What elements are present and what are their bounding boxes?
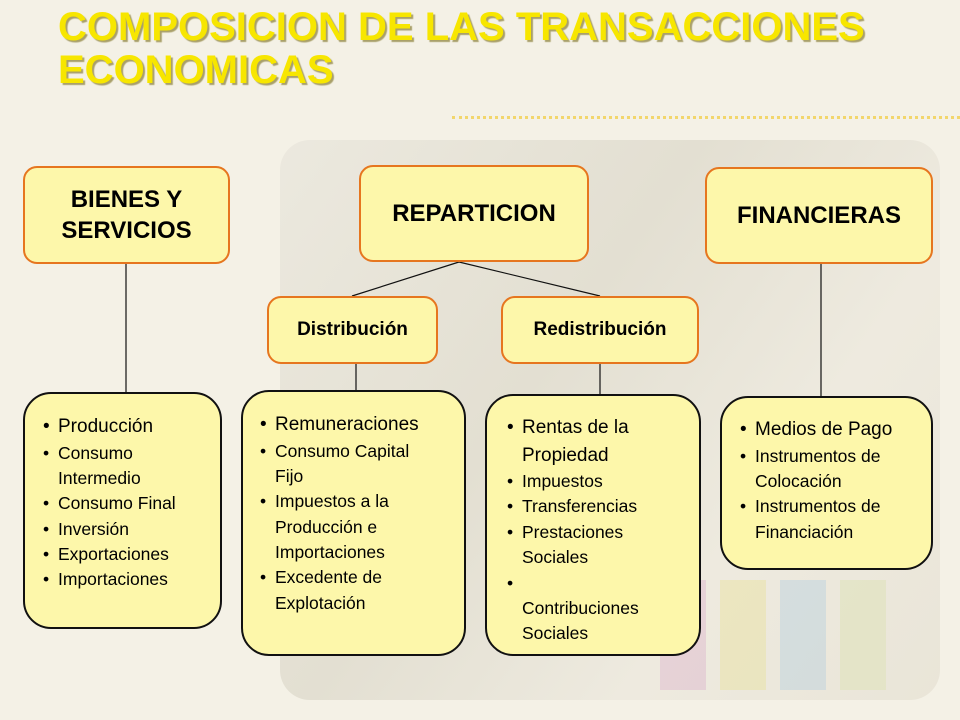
- list-item: Rentas de la Propiedad: [507, 414, 695, 469]
- list-item: Impuestos a la Producción e Importacione…: [260, 489, 460, 565]
- category-reparticion: REPARTICION: [359, 165, 589, 262]
- list-item: Contribuciones Sociales: [507, 571, 695, 647]
- list-financieras: Medios de Pago Instrumentos de Colocació…: [720, 396, 933, 570]
- list-item: Inversión: [43, 517, 216, 543]
- category-bienes-label: BIENES Y SERVICIOS: [61, 185, 192, 244]
- list-redistribucion: Rentas de la Propiedad Impuestos Transfe…: [485, 394, 701, 656]
- background-stripe: [780, 580, 826, 690]
- list-item: Impuestos: [507, 469, 695, 495]
- list-item: Excedente de Explotación: [260, 565, 460, 616]
- list-item: Importaciones: [43, 567, 216, 593]
- list-item: Prestaciones Sociales: [507, 520, 695, 571]
- list-item: Producción: [43, 413, 216, 441]
- background-stripe: [720, 580, 766, 690]
- list-bienes: Producción Consumo Intermedio Consumo Fi…: [23, 392, 222, 629]
- background-stripe: [840, 580, 886, 690]
- page-title: COMPOSICION DE LAS TRANSACCIONES ECONOMI…: [58, 5, 865, 93]
- list-item: Consumo Final: [43, 491, 216, 517]
- category-financieras-label: FINANCIERAS: [736, 201, 901, 229]
- list-item: Instrumentos de Financiación: [740, 494, 929, 545]
- subcategory-redistribucion-label: Redistribución: [533, 319, 667, 340]
- list-item: Instrumentos de Colocación: [740, 444, 929, 495]
- category-reparticion-label: REPARTICION: [392, 199, 556, 227]
- list-item: Consumo Capital Fijo: [260, 439, 460, 490]
- category-financieras: FINANCIERAS: [705, 167, 933, 264]
- list-item: Transferencias: [507, 494, 695, 520]
- category-bienes-servicios: BIENES Y SERVICIOS: [23, 166, 230, 264]
- list-item: Medios de Pago: [740, 416, 929, 444]
- subcategory-distribucion: Distribución: [267, 296, 438, 364]
- connector-reparticion-distribucion: [351, 261, 460, 297]
- subcategory-distribucion-label: Distribución: [297, 319, 408, 340]
- list-item: Exportaciones: [43, 542, 216, 568]
- title-underline: [452, 116, 960, 119]
- list-item: Consumo Intermedio: [43, 441, 216, 492]
- list-item: Remuneraciones: [260, 411, 460, 439]
- subcategory-redistribucion: Redistribución: [501, 296, 699, 364]
- list-distribucion: Remuneraciones Consumo Capital Fijo Impu…: [241, 390, 466, 656]
- connector-reparticion-redistribucion: [458, 261, 601, 297]
